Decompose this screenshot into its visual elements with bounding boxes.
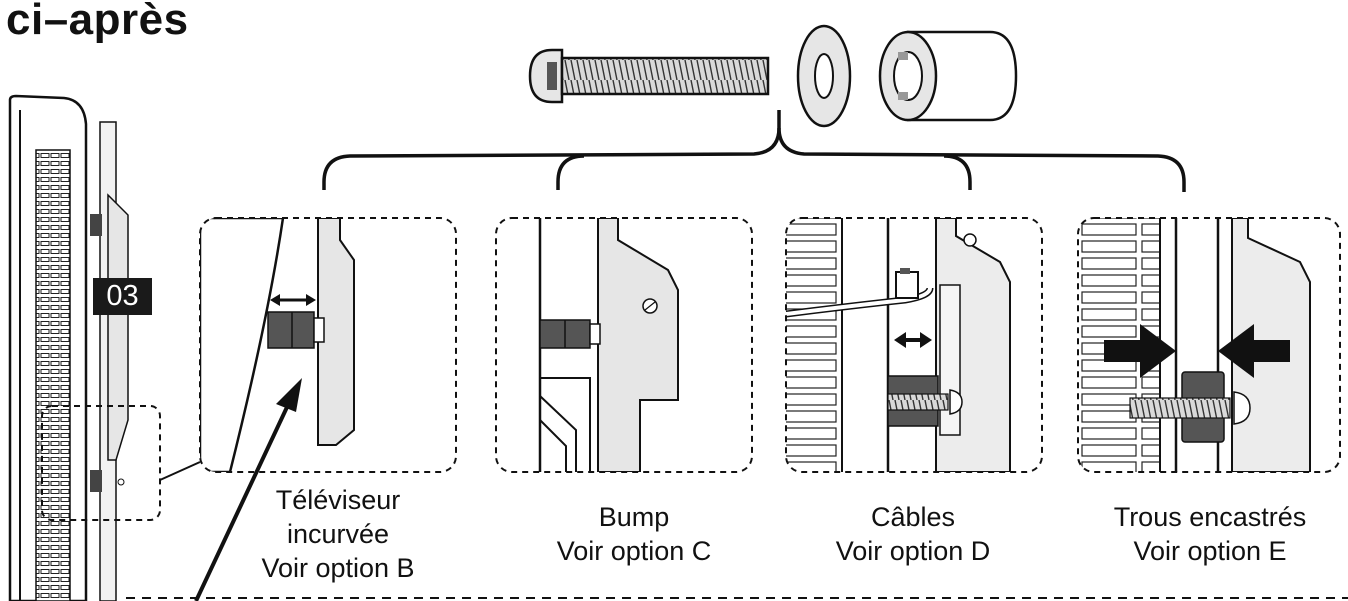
caption-line: Téléviseur — [275, 485, 401, 515]
caption-line: incurvée — [286, 519, 390, 549]
caption-line: Câbles — [870, 502, 956, 532]
spacer-icon — [878, 30, 1018, 122]
caption-line: Bump — [598, 502, 670, 532]
caption-option-d: Câbles Voir option D — [763, 500, 1063, 568]
panel-recessed-holes — [1077, 217, 1341, 473]
caption-line: Voir option B — [261, 553, 415, 583]
pointer-arrow-icon — [194, 378, 302, 601]
caption-option-b: Téléviseur incurvée Voir option B — [188, 483, 488, 585]
panel-curved-tv — [194, 217, 457, 601]
caption-line: Voir option D — [835, 536, 991, 566]
caption-option-c: Bump Voir option C — [484, 500, 784, 568]
caption-line: Voir option C — [556, 536, 712, 566]
arrow-left-icon — [1218, 324, 1290, 378]
washer-icon — [796, 24, 852, 128]
option-bracket — [322, 110, 1186, 192]
caption-line: Voir option E — [1133, 536, 1287, 566]
double-arrow-icon — [270, 294, 316, 306]
panel-cables — [785, 217, 1043, 473]
page-heading: ci–après — [6, 0, 189, 44]
arrow-right-icon — [1104, 324, 1176, 378]
panel-bump — [495, 217, 753, 473]
caption-line: Trous encastrés — [1113, 502, 1307, 532]
screw-icon — [528, 48, 770, 104]
caption-option-e: Trous encastrés Voir option E — [1060, 500, 1348, 568]
double-arrow-icon — [894, 332, 932, 348]
step-badge: 03 — [93, 278, 152, 315]
tv-side-view — [8, 94, 201, 601]
